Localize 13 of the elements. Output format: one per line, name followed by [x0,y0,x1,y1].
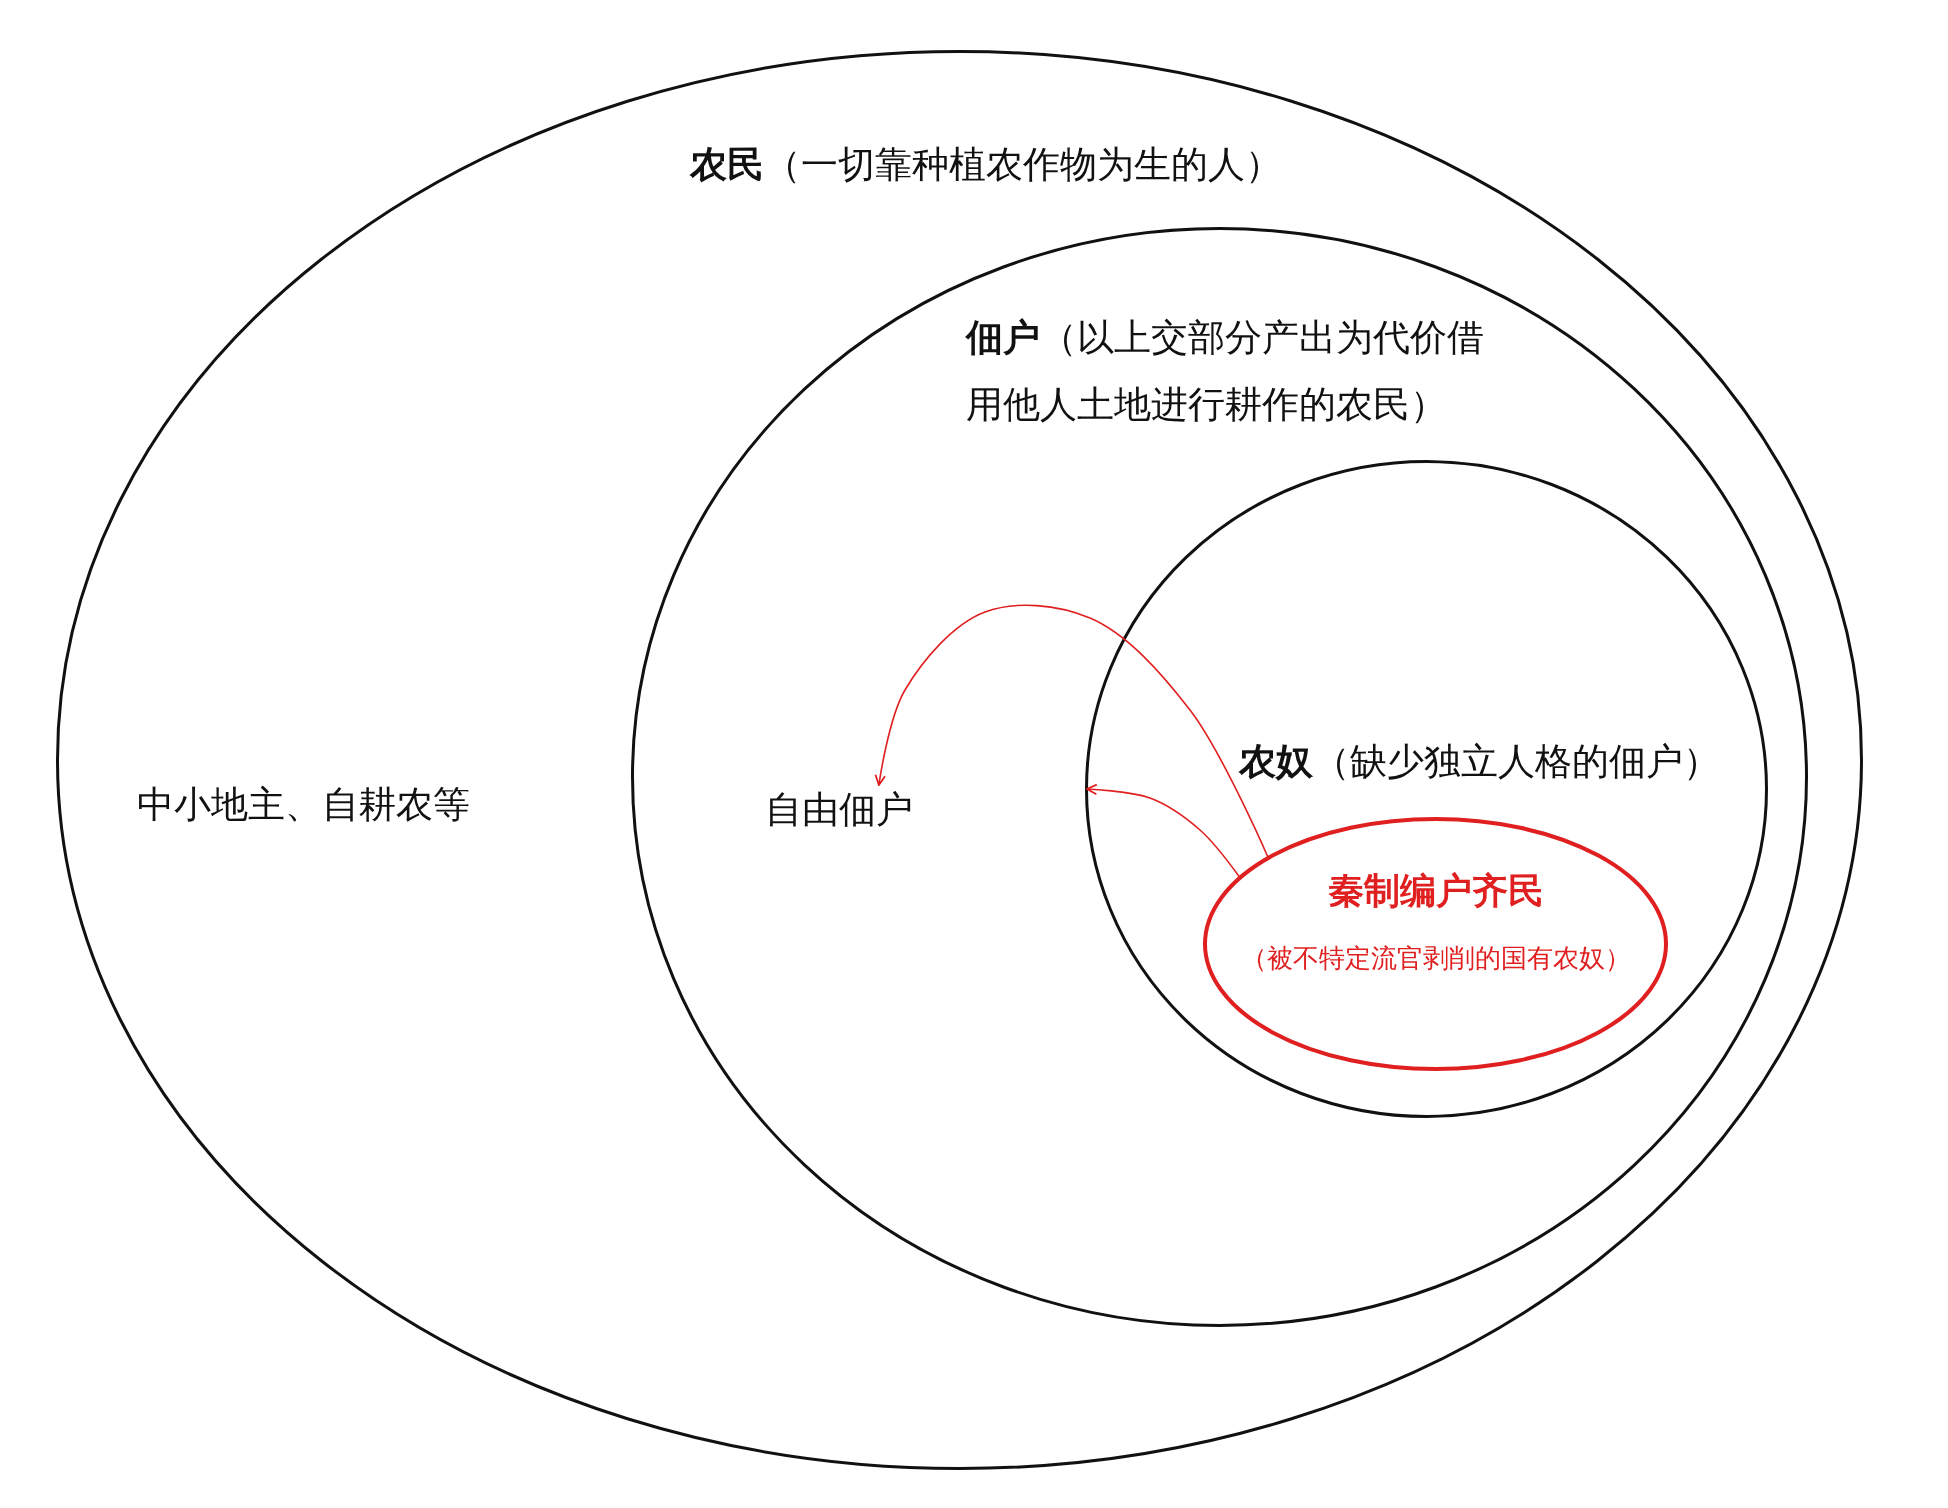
arrow [1086,783,1241,879]
set-ellipse [1085,460,1768,1118]
set-ellipse [56,50,1863,1470]
set-label: 秦制编户齐民 [1326,869,1545,913]
set-description: （被不特定流官剥削的国有农奴） [1239,942,1632,975]
set-label: 农民（一切靠种植农作物为生的人） [690,142,1282,188]
arrow [874,604,1270,859]
highlight-ellipse [1203,817,1668,1071]
set-label: 农奴（缺少独立人格的佃户） [1239,739,1720,785]
set-label: 佃户（以上交部分产出为代价借用他人土地进行耕作的农民） [966,315,1484,428]
set-ellipse [631,227,1808,1327]
set-label: 自由佃户 [765,787,913,833]
set-label: 中小地主、自耕农等 [137,782,470,828]
